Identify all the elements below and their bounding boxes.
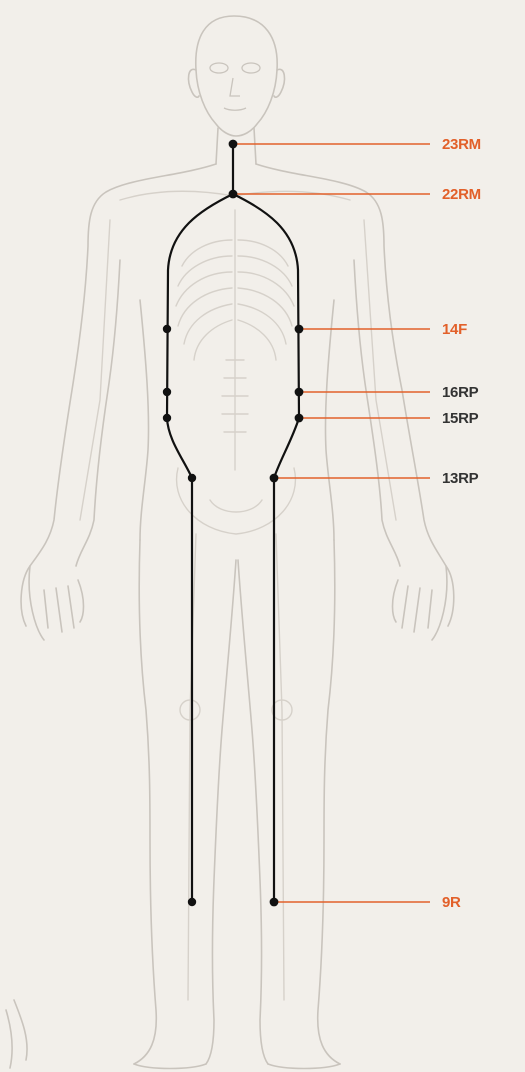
point-dot-23rm (229, 140, 238, 149)
skeleton (80, 191, 396, 1000)
face-details (210, 63, 260, 110)
point-dot-15rp (295, 414, 304, 423)
point-dot-14f (295, 325, 304, 334)
point-dot-22rm (229, 190, 238, 199)
body-outline (6, 16, 454, 1069)
point-label-23rm: 23RM (442, 136, 481, 153)
right-branch-line (233, 194, 299, 902)
point-label-13rp: 13RP (442, 470, 479, 487)
point-dot-14f-mirror (163, 325, 171, 333)
point-label-16rp: 16RP (442, 384, 479, 401)
left-branch-line (167, 194, 233, 902)
acupoint-markers: 23RM 22RM 14F 16RP 15RP 13RP 9R (163, 136, 481, 911)
point-label-22rm: 22RM (442, 186, 481, 203)
point-label-9r: 9R (442, 894, 461, 911)
point-dot-13rp (270, 474, 279, 483)
point-dot-16rp (295, 388, 304, 397)
point-label-14f: 14F (442, 321, 467, 338)
point-label-15rp: 15RP (442, 410, 479, 427)
point-dot-9r-mirror (188, 898, 196, 906)
point-dot-15rp-mirror (163, 414, 171, 422)
point-dot-13rp-mirror (188, 474, 196, 482)
point-dot-16rp-mirror (163, 388, 171, 396)
point-dot-9r (270, 898, 279, 907)
